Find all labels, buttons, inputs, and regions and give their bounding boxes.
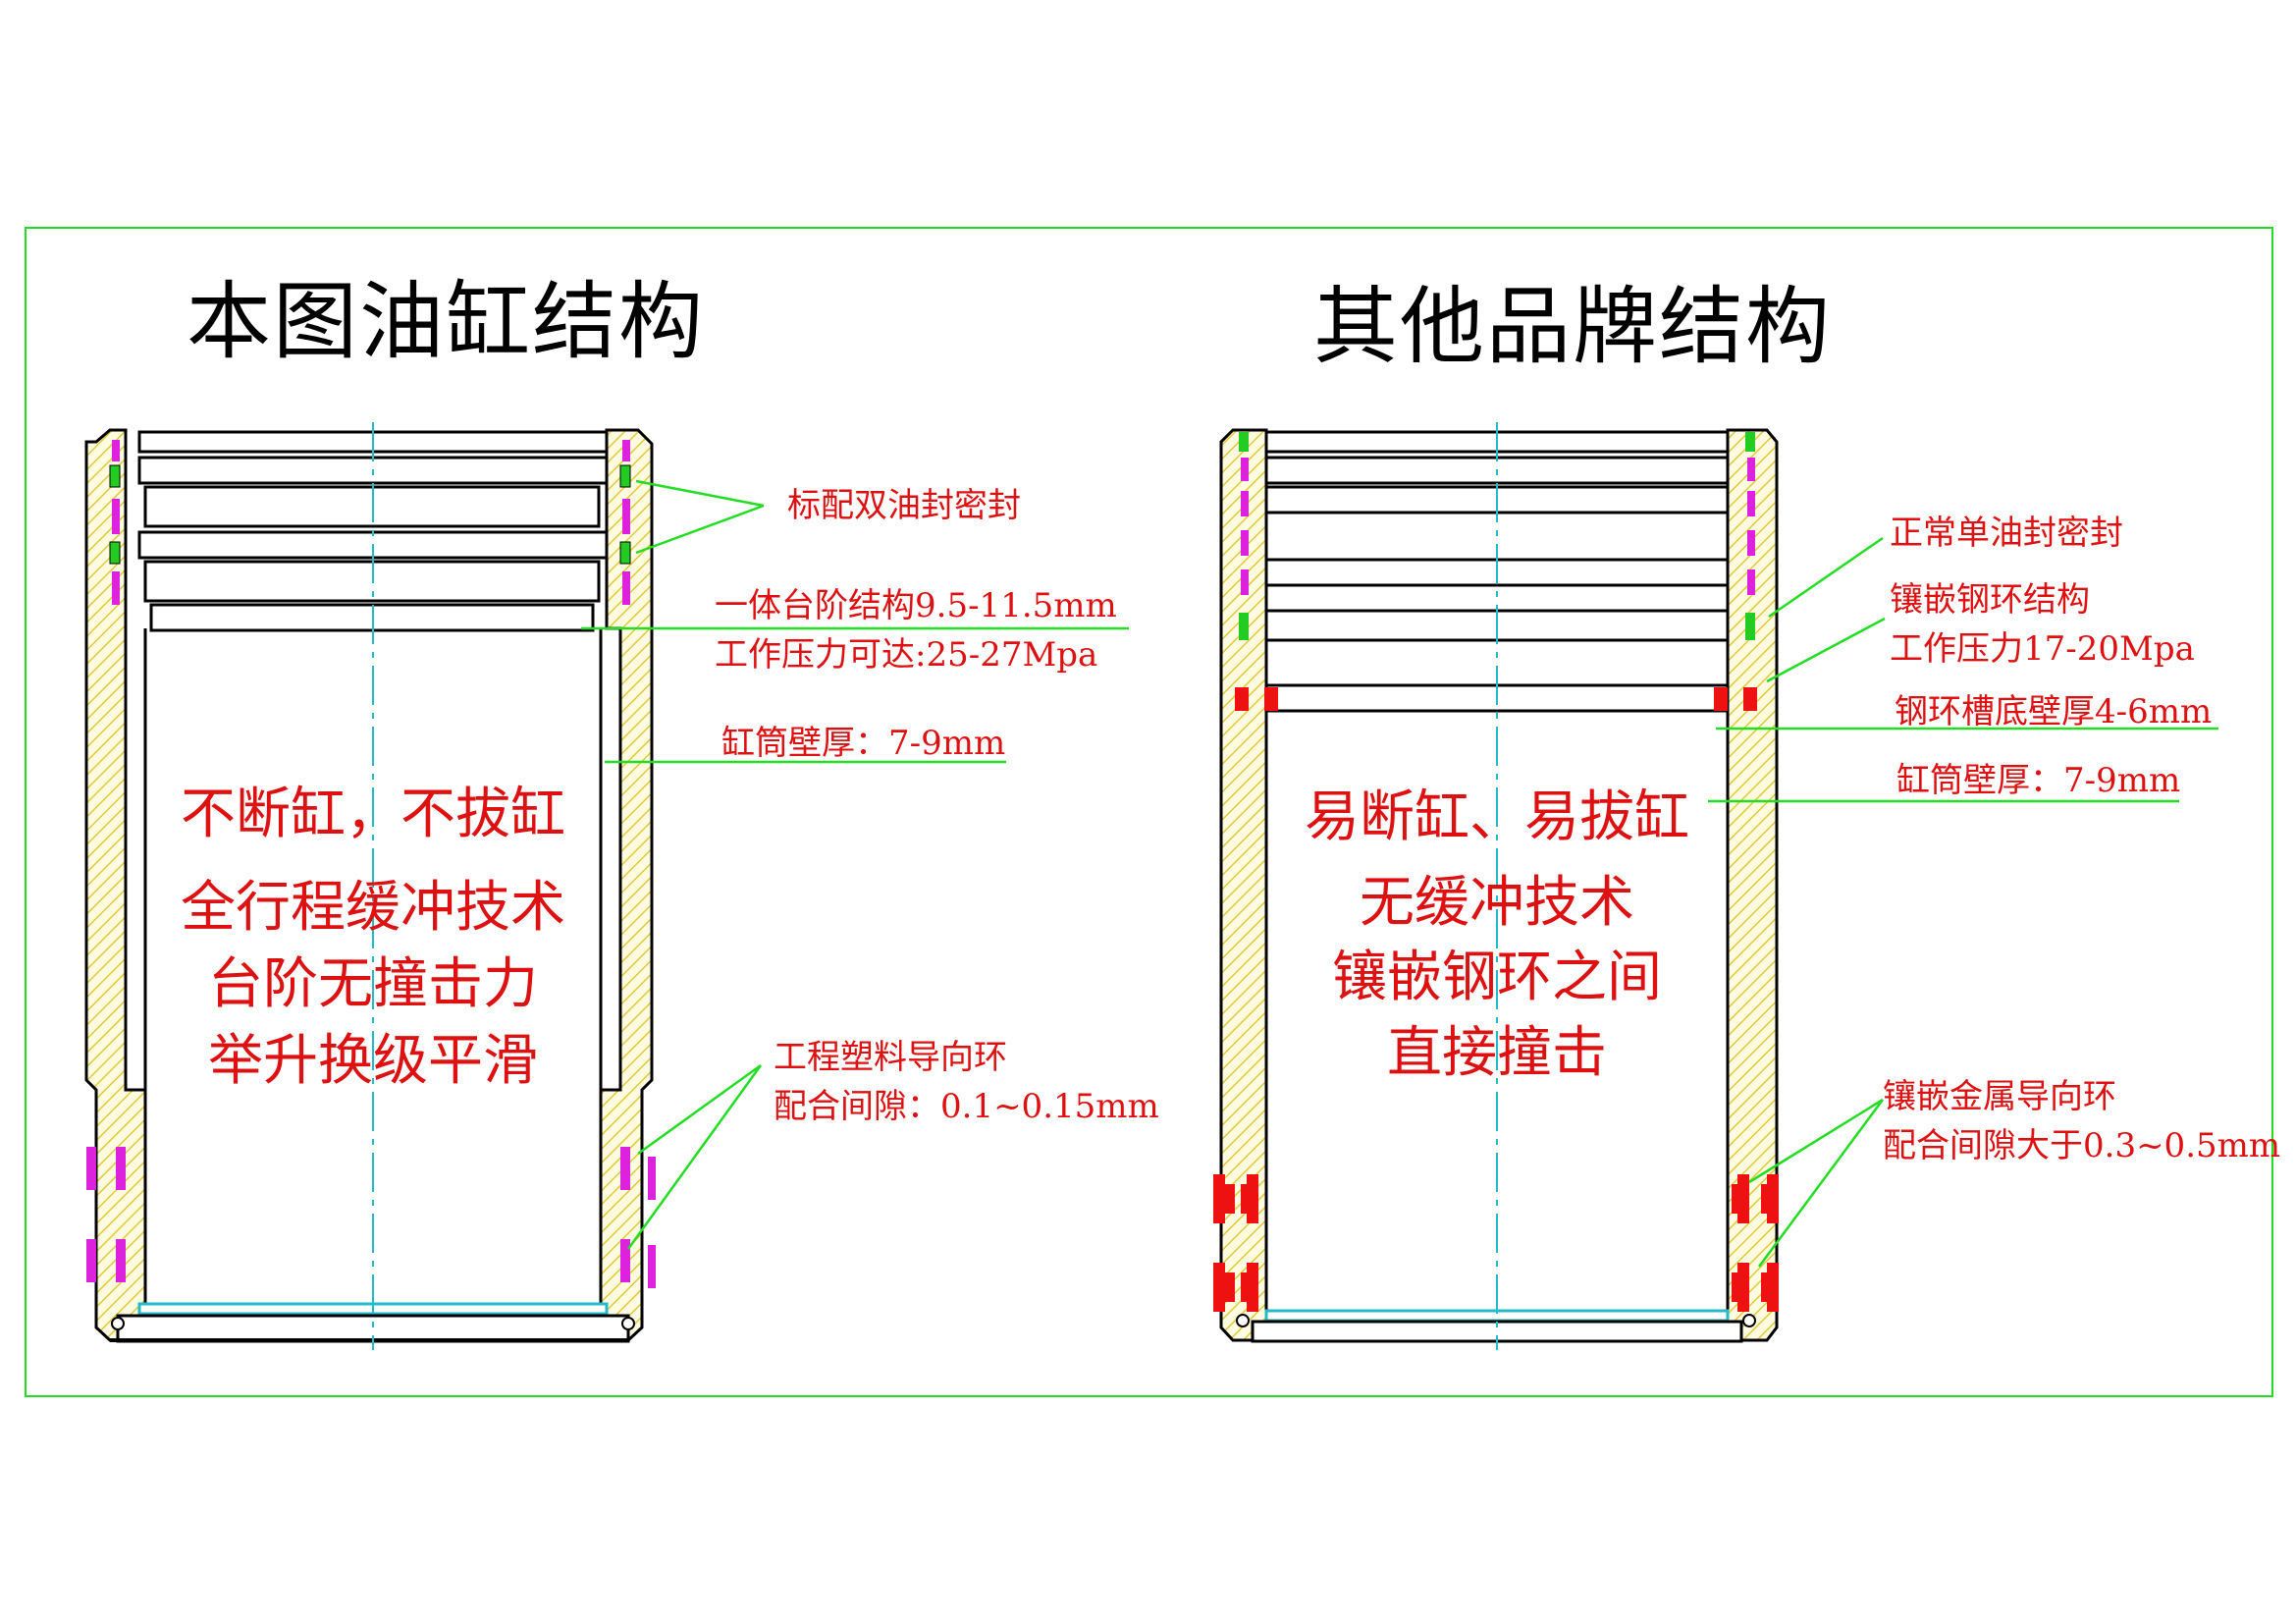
steel-ring <box>1235 687 1249 711</box>
steel-ring <box>1732 1174 1749 1223</box>
seal-green <box>109 541 121 565</box>
guide-ring <box>622 571 630 605</box>
left-cylinder-wall-right <box>599 428 654 1342</box>
guide-ring <box>1241 569 1249 595</box>
right-leaders <box>1708 536 2218 1268</box>
callout-metal-guide: 镶嵌金属导向环 <box>1883 1077 2116 1116</box>
guide-ring <box>648 1245 656 1288</box>
guide-ring <box>116 1147 126 1190</box>
right-cylinder-wall-left <box>1219 428 1268 1342</box>
callout-left-wall: 缸筒壁厚：7-9mm <box>721 724 1006 763</box>
guide-ring <box>116 1239 126 1282</box>
steel-ring <box>1743 687 1757 711</box>
callout-metal-clearance: 配合间隙大于0.3~0.5mm <box>1883 1126 2281 1165</box>
guide-ring <box>1241 491 1249 516</box>
guide-ring <box>622 499 630 534</box>
steel-ring <box>1213 1174 1235 1223</box>
guide-ring <box>86 1147 96 1190</box>
callout-right-wall: 缸筒壁厚：7-9mm <box>1896 761 2181 800</box>
guide-ring <box>1747 458 1755 481</box>
guide-ring <box>86 1239 96 1282</box>
left-cylinder <box>84 422 656 1350</box>
seal-green <box>619 464 631 488</box>
guide-ring <box>648 1157 656 1200</box>
guide-ring <box>1241 530 1249 556</box>
right-feature-4: 直接撞击 <box>1387 1021 1607 1085</box>
guide-ring <box>1747 491 1755 516</box>
steel-ring <box>1241 1174 1258 1223</box>
guide-ring <box>112 440 120 461</box>
steel-ring <box>1732 1263 1749 1312</box>
steel-ring <box>1264 687 1278 711</box>
left-leaders <box>581 479 1129 1250</box>
callout-plastic-clearance: 配合间隙：0.1~0.15mm <box>774 1087 1159 1126</box>
left-cylinder-wall-left <box>84 428 147 1342</box>
seal-green <box>1239 432 1249 452</box>
callout-plastic-guide: 工程塑料导向环 <box>774 1038 1007 1077</box>
guide-ring <box>620 1239 630 1282</box>
guide-ring <box>622 440 630 461</box>
steel-ring <box>1761 1263 1779 1312</box>
right-cylinder <box>1213 422 1779 1350</box>
guide-ring <box>1747 530 1755 556</box>
callout-groove-wall: 钢环槽底壁厚4-6mm <box>1895 692 2213 731</box>
right-title: 其他品牌结构 <box>1313 278 1832 376</box>
seal-green <box>1745 613 1755 640</box>
callout-single-seal: 正常单油封密封 <box>1890 514 2123 553</box>
right-feature-2: 无缓冲技术 <box>1360 871 1634 935</box>
seal-green <box>1745 432 1755 452</box>
seal-green <box>619 541 631 565</box>
guide-ring <box>1241 458 1249 481</box>
steel-ring <box>1213 1263 1235 1312</box>
guide-ring <box>112 571 120 605</box>
drawing-frame <box>25 227 2273 1397</box>
callout-step-pressure: 工作压力可达:25-27Mpa <box>715 635 1098 675</box>
steel-ring <box>1714 687 1728 711</box>
right-feature-3: 镶嵌钢环之间 <box>1332 946 1662 1009</box>
callout-step-structure: 一体台阶结构9.5-11.5mm <box>715 586 1117 625</box>
seal-green <box>1239 613 1249 640</box>
steel-ring <box>1761 1174 1779 1223</box>
left-feature-1: 不断缸，不拔缸 <box>181 783 565 846</box>
steel-ring <box>1241 1263 1258 1312</box>
left-title: 本图油缸结构 <box>187 273 705 371</box>
guide-ring <box>112 499 120 534</box>
left-feature-3: 台阶无撞击力 <box>208 952 538 1016</box>
guide-ring <box>620 1147 630 1190</box>
guide-ring <box>1747 569 1755 595</box>
callout-double-seal: 标配双油封密封 <box>787 486 1021 525</box>
left-feature-4: 举升换级平滑 <box>208 1029 538 1093</box>
left-feature-2: 全行程缓冲技术 <box>181 876 565 940</box>
right-feature-1: 易断缸、易拔缸 <box>1305 785 1689 849</box>
callout-steel-ring: 镶嵌钢环结构 <box>1890 580 2090 620</box>
seal-green <box>109 464 121 488</box>
callout-steel-pressure: 工作压力17-20Mpa <box>1890 629 2195 669</box>
